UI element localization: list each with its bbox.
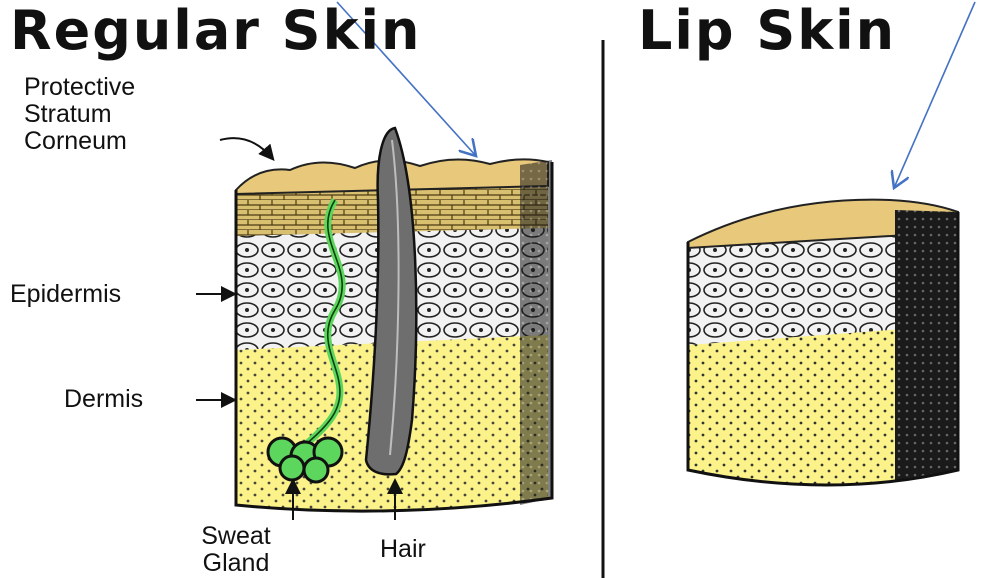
sweat-gland-label-line1: Sweat bbox=[190, 523, 282, 550]
hair-label: Hair bbox=[380, 536, 426, 563]
stratum-label-line2: Stratum bbox=[24, 101, 112, 128]
lip-dark-edge bbox=[895, 210, 958, 480]
stratum-label-line1: Protective bbox=[24, 74, 135, 101]
regular-skin-title: Regular Skin bbox=[10, 4, 421, 58]
regular-skin-block bbox=[236, 128, 552, 511]
stratum-label-line3: Corneum bbox=[24, 128, 127, 155]
sweat-gland-label-line2: Gland bbox=[190, 550, 282, 577]
lip-skin-block bbox=[688, 200, 958, 485]
dermis-label: Dermis bbox=[64, 386, 143, 413]
epidermis-label: Epidermis bbox=[10, 281, 121, 308]
lip-skin-title: Lip Skin bbox=[638, 4, 896, 58]
stratum-pointer-arrow bbox=[220, 138, 272, 158]
lip-skin-pointer-arrow bbox=[894, 2, 975, 188]
